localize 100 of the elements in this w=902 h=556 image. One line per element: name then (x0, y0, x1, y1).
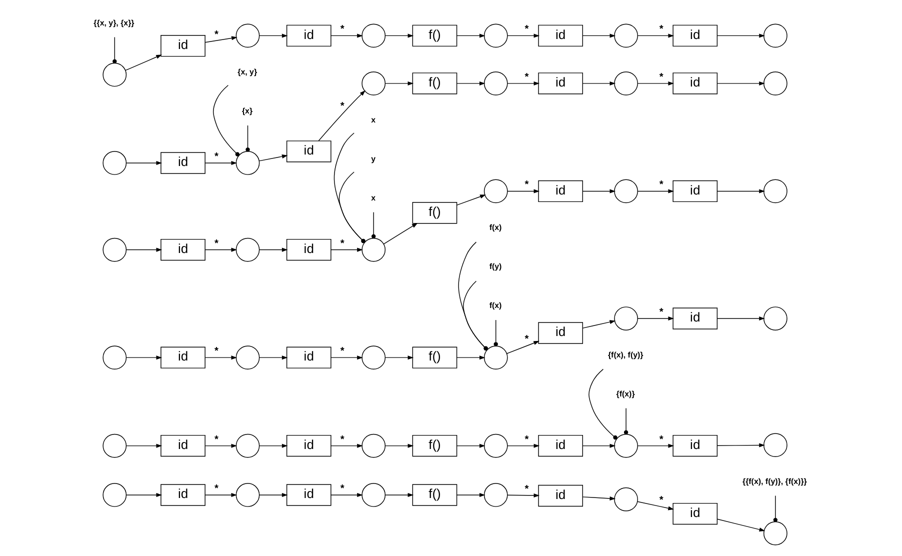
arrow (204, 248, 238, 252)
node-box: f() (412, 24, 458, 47)
arrow (637, 501, 674, 510)
node-box: id (538, 72, 583, 94)
arrow (384, 356, 414, 360)
edge-label: * (524, 180, 529, 191)
node-circle (484, 24, 508, 48)
arrow (330, 356, 363, 360)
node-box: id (672, 502, 718, 525)
connector (588, 368, 618, 440)
arrow (126, 160, 162, 166)
arrow (456, 492, 486, 498)
node-text: {{x, y}, {x}} (94, 18, 134, 28)
node-circle (484, 72, 508, 96)
edge-label: * (340, 346, 344, 358)
edge-label: * (659, 180, 664, 191)
node-box: id (160, 238, 206, 261)
node-circle (362, 346, 386, 370)
edge-label: * (524, 24, 529, 36)
arrow (456, 356, 486, 360)
arrow (259, 34, 288, 38)
arrow (717, 443, 765, 448)
edge-label: * (214, 346, 218, 358)
node-box: id (286, 238, 332, 261)
node-circle (102, 151, 127, 175)
arrow (717, 518, 766, 532)
node-circle (362, 483, 386, 507)
node-text: y (371, 154, 376, 164)
node-box: f() (412, 434, 458, 457)
node-circle (102, 346, 127, 370)
node-text: x (371, 193, 376, 202)
arrow (330, 444, 363, 448)
arrow (204, 36, 238, 43)
node-circle (236, 24, 260, 48)
node-box: id (286, 140, 332, 162)
node-box: id (538, 484, 583, 507)
arrow (717, 316, 765, 321)
node-circle (362, 434, 386, 458)
node-box: id (286, 24, 332, 47)
edge-label: * (214, 152, 218, 163)
node-circle (362, 72, 386, 96)
edge-label: * (659, 24, 664, 36)
connector (212, 84, 240, 156)
node-box: f() (412, 202, 458, 224)
arrow (456, 444, 486, 448)
arrow (259, 356, 288, 360)
connector (458, 242, 488, 350)
node-circle (763, 521, 788, 546)
arrow (637, 444, 674, 448)
arrow (582, 444, 616, 448)
arrow (582, 320, 616, 328)
arrow (125, 54, 162, 71)
arrow (318, 90, 366, 142)
arrow (717, 34, 765, 38)
node-text: {x, y} (238, 68, 258, 77)
node-box: id (286, 434, 332, 457)
edge-label: * (659, 495, 664, 506)
node-circle (102, 483, 127, 507)
connector (112, 36, 117, 64)
node-box: id (538, 322, 583, 344)
edge-label: * (214, 484, 218, 495)
arrow (506, 340, 540, 354)
arrow (259, 492, 288, 498)
arrow (126, 356, 162, 360)
connector (334, 132, 366, 244)
edge-label: * (340, 484, 344, 495)
edge-label: * (659, 307, 664, 318)
connector (494, 320, 498, 346)
arrow (204, 160, 238, 166)
arrow (582, 496, 616, 500)
node-box: id (672, 180, 718, 202)
arrow (456, 34, 486, 38)
arrow (456, 194, 486, 206)
arrow (507, 189, 540, 194)
node-box: f() (412, 484, 458, 506)
node-circle (614, 306, 638, 330)
node-text: x (371, 115, 376, 124)
edge-label: * (524, 484, 529, 496)
edge-label: * (524, 434, 529, 446)
node-text: {f(x), f(y)} (608, 350, 644, 360)
node-box: id (538, 24, 583, 47)
node-text: {f(x)} (616, 389, 635, 398)
arrow (126, 248, 162, 252)
node-box: id (286, 346, 332, 368)
arrow (384, 444, 414, 448)
node-box: id (160, 34, 206, 57)
edge-label: * (340, 434, 344, 446)
arrow (204, 492, 238, 498)
node-box: id (672, 72, 718, 94)
arrow (582, 34, 616, 38)
node-text: f(x) (489, 301, 502, 310)
node-circle (102, 238, 127, 262)
node-circle (236, 346, 260, 370)
edge-label: * (340, 238, 344, 250)
arrow (330, 248, 363, 252)
node-circle (763, 24, 788, 48)
arrow (384, 34, 414, 38)
edge-label: * (340, 100, 344, 112)
connector (338, 172, 366, 244)
arrow (259, 444, 288, 448)
